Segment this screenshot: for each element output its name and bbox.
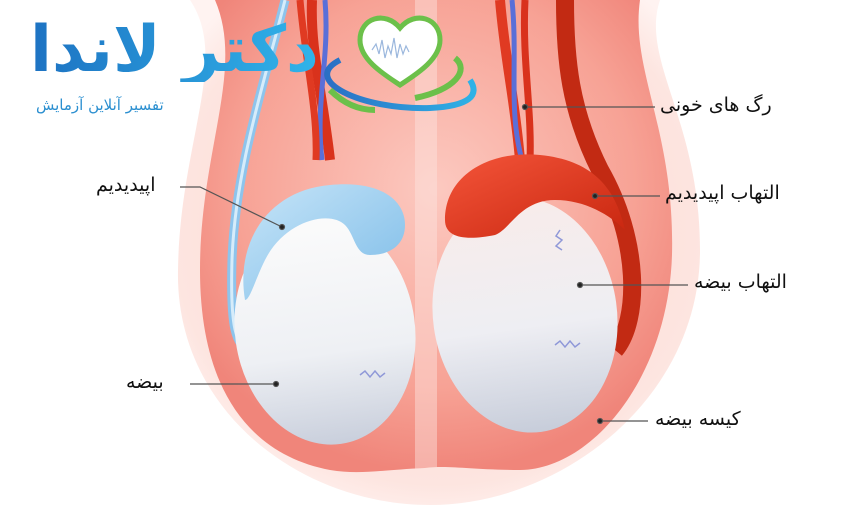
right-vas-deferens — [556, 0, 642, 356]
logo-icon — [324, 15, 477, 113]
left-vein — [317, 0, 329, 161]
label-epididymis: اپیدیدیم — [96, 174, 156, 196]
right-testis — [432, 197, 618, 433]
label-testis: بیضه — [126, 371, 164, 393]
label-epididymitis: التهاب اپیدیدیم — [665, 182, 780, 204]
leader-lines — [180, 103, 688, 425]
left-artery — [306, 0, 335, 161]
right-vein — [509, 0, 525, 161]
label-scrotum: کیسه بیضه — [655, 408, 741, 430]
left-testis — [234, 215, 416, 445]
right-epididymis — [445, 154, 625, 238]
left-artery-2 — [296, 0, 320, 161]
logo-title: دکتر لاندا — [30, 13, 321, 87]
left-epididymis — [243, 184, 405, 300]
logo-subtitle: تفسیر آنلاین آزمایش — [36, 96, 164, 114]
right-artery-2 — [520, 0, 534, 161]
label-blood-vessels: رگ های خونی — [660, 94, 772, 116]
label-orchitis: التهاب بیضه — [694, 271, 787, 293]
